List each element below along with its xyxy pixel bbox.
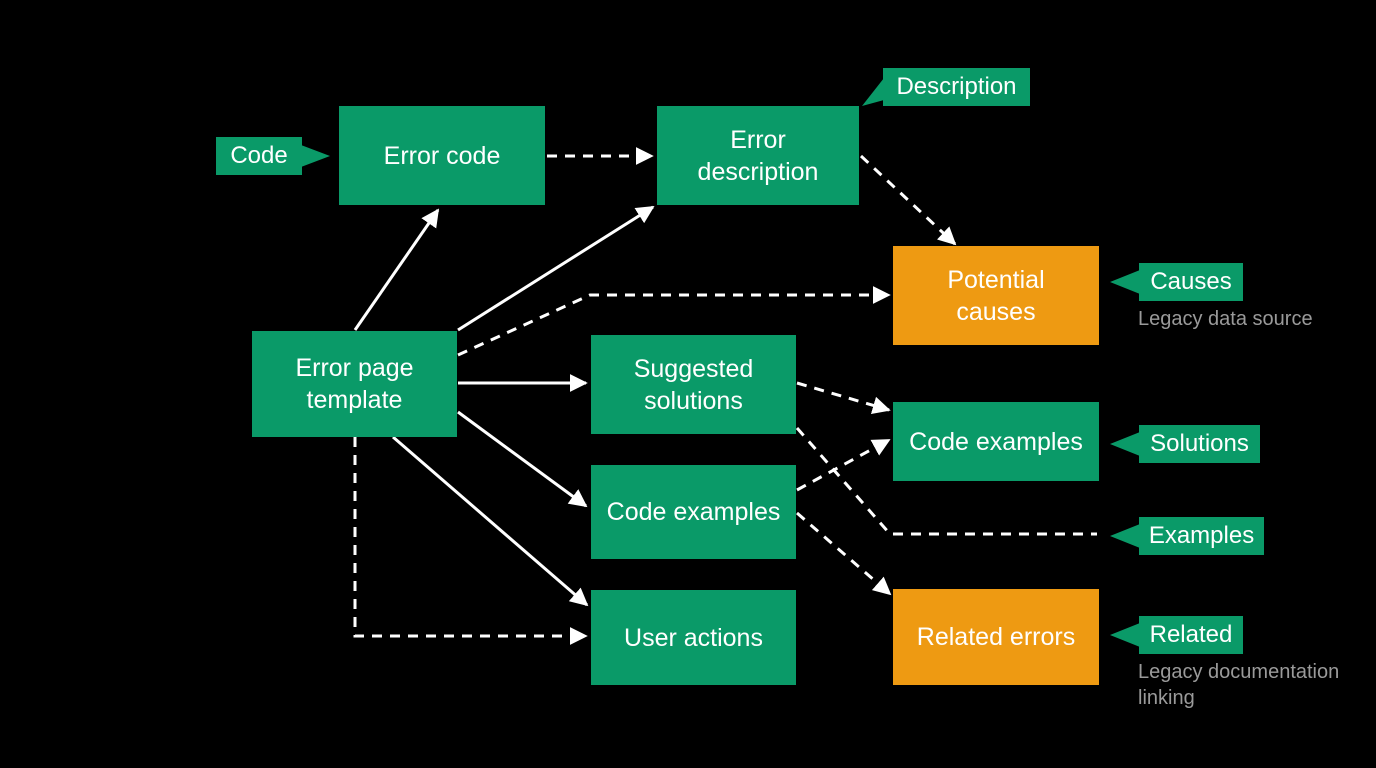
related-tag: Related [1139, 616, 1243, 654]
suggested-solutions-node: Suggested solutions [591, 335, 796, 434]
error-page-template-node: Error page template [252, 331, 457, 437]
error-code-node: Error code [339, 106, 545, 205]
edge-suggested-solutions-to-examples [795, 427, 1097, 536]
edge-error-description-to-potential-causes [859, 154, 957, 246]
edge-code-examples-to-related-errors [796, 511, 892, 596]
related-tag-pointer [1110, 623, 1140, 647]
description-tag-pointer [862, 78, 884, 106]
code-examples-left-label: Code examples [606, 498, 781, 526]
user-actions-label: User actions [624, 623, 763, 652]
potential-causes-node: Potential causes [893, 246, 1099, 345]
code-examples-left-node: Code examples [591, 465, 796, 559]
edge-code-examples-to-code-examples [796, 438, 891, 492]
examples-tag-pointer [1110, 524, 1140, 548]
related-errors-node: Related errors [893, 589, 1099, 685]
error-description-node: Error description [657, 106, 859, 205]
causes-tag-pointer [1110, 270, 1140, 294]
edge-template-to-user-actions-solid [392, 435, 589, 607]
related-note: Legacy documentation linking [1138, 661, 1340, 709]
edge-template-to-error-code [353, 208, 440, 331]
suggested-solutions-label: Suggested solutions [633, 354, 754, 415]
code-tag-pointer [301, 145, 330, 167]
code-tag: Code [216, 137, 302, 175]
potential-causes-label: Potential causes [947, 265, 1045, 326]
solutions-tag: Solutions [1139, 425, 1260, 463]
edge-template-to-error-description [457, 205, 655, 332]
description-tag: Description [883, 68, 1030, 106]
edge-template-to-potential-causes [457, 286, 891, 357]
error-code-label: Error code [383, 141, 501, 170]
edge-template-to-code-examples [457, 410, 588, 508]
code-examples-right-node: Code examples [893, 402, 1099, 481]
related-errors-label: Related errors [916, 623, 1076, 651]
error-description-label: Error description [697, 125, 819, 186]
user-actions-node: User actions [591, 590, 796, 685]
edge-suggested-solutions-to-code-examples [796, 381, 891, 415]
solutions-tag-pointer [1110, 432, 1140, 456]
edge-template-to-user-actions-dashed [353, 437, 588, 645]
error-page-template-label: Error page template [295, 354, 414, 414]
causes-note: Legacy data source [1138, 308, 1313, 330]
examples-tag: Examples [1139, 517, 1264, 555]
code-examples-right-label: Code examples [909, 427, 1083, 456]
causes-tag: Causes [1139, 263, 1243, 301]
